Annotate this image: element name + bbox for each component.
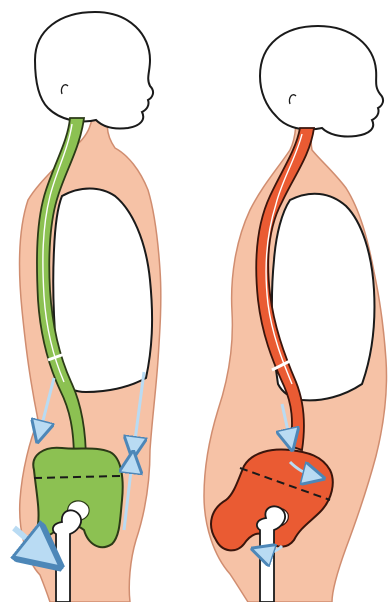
head-right	[260, 26, 383, 137]
figure-good-posture	[14, 12, 161, 602]
head-left	[35, 12, 153, 129]
figure-poor-posture	[204, 26, 387, 602]
